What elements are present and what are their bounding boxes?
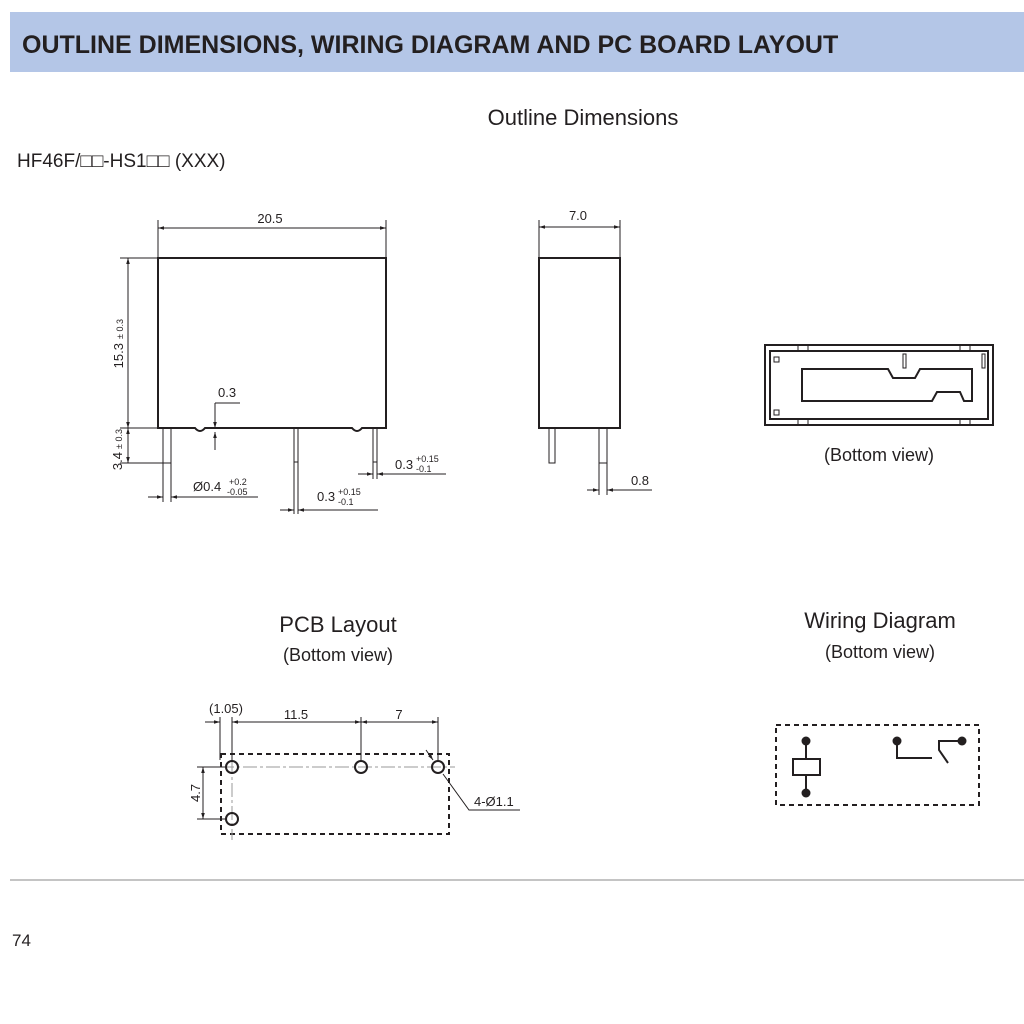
page-number: 74: [12, 931, 31, 950]
bottom-view-drawing: [764, 344, 994, 426]
dim-pin-length: 3.4: [110, 452, 125, 470]
header-band: [10, 12, 1024, 72]
wiring-subtitle: (Bottom view): [825, 642, 935, 662]
pcb-dim-offset: (1.05): [209, 701, 243, 716]
front-view-drawing: [120, 220, 446, 514]
dim-pin-dia-tol-plus: +0.2: [229, 477, 247, 487]
dim-side-width: 7.0: [569, 208, 587, 223]
pcb-layout-drawing: [197, 717, 520, 840]
dim-width: 20.5: [257, 211, 282, 226]
section-title: OUTLINE DIMENSIONS, WIRING DIAGRAM AND P…: [22, 31, 838, 59]
coil-symbol: [792, 736, 821, 798]
outline-title: Outline Dimensions: [488, 105, 679, 130]
dim-gap: 0.3: [218, 385, 236, 400]
pcb-dim-spacing-1: 11.5: [284, 707, 308, 722]
wiring-title: Wiring Diagram: [804, 608, 956, 633]
tol-plus: +0.15: [338, 487, 361, 497]
dim-height: 15.3: [111, 343, 126, 368]
dim-pin-width-right: 0.3: [395, 457, 413, 472]
tol-plus: +0.15: [416, 454, 439, 464]
dim-pin-dia-tol-minus: -0.05: [227, 487, 248, 497]
pcb-title: PCB Layout: [279, 612, 396, 637]
dim-height-tol: ± 0.3: [115, 319, 125, 339]
model-number: HF46F/□□-HS1□□ (XXX): [17, 151, 226, 172]
pcb-subtitle: (Bottom view): [283, 645, 393, 665]
contact-symbol: [892, 736, 967, 764]
dim-side-pin: 0.8: [631, 473, 649, 488]
tol-minus: -0.1: [416, 464, 432, 474]
dim-pin-dia: Ø0.4: [193, 479, 221, 494]
pcb-dim-spacing-2: 7: [395, 707, 402, 722]
pcb-hole-spec: 4-Ø1.1: [474, 794, 514, 809]
side-view-drawing: [538, 220, 652, 495]
pcb-dim-vertical: 4.7: [188, 784, 203, 802]
bottom-view-label: (Bottom view): [824, 445, 934, 465]
wiring-diagram-drawing: [775, 724, 980, 806]
dim-pin-length-tol: ± 0.3: [114, 429, 124, 449]
dim-pin-width-mid: 0.3: [317, 489, 335, 504]
tol-minus: -0.1: [338, 497, 354, 507]
